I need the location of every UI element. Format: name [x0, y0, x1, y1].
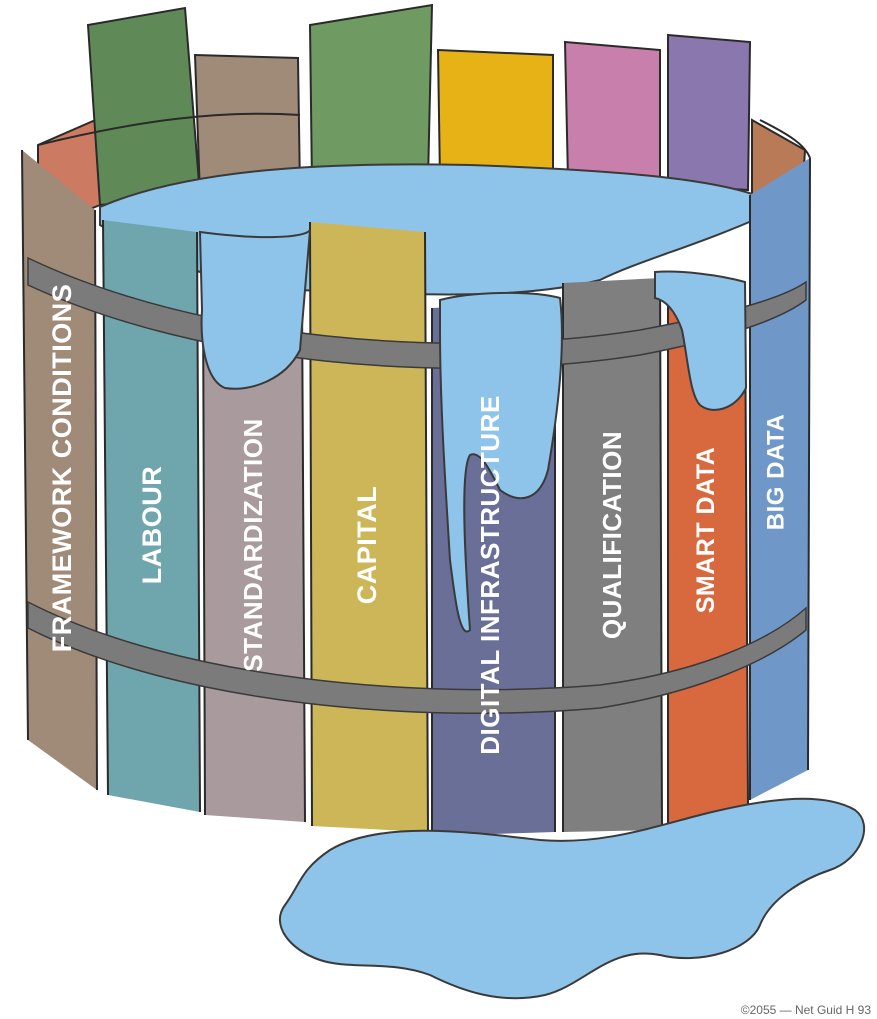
water-puddle: [279, 797, 866, 1000]
stave-label-standardization: STANDARDIZATION: [238, 418, 268, 672]
back-stave-4: [308, 3, 434, 187]
back-stave-7: [667, 33, 752, 192]
back-stave-6: [563, 40, 661, 187]
stave-label-qualification: QUALIFICATION: [597, 431, 627, 639]
stave-label-smart-data: SMART DATA: [692, 447, 720, 614]
stave-outlines: [21, 112, 811, 836]
stave-smart-data: [668, 300, 748, 825]
hoop-bottom: [27, 600, 807, 714]
stave-label-digital-infrastructure: DIGITAL INFRASTRUCTURE: [475, 395, 505, 755]
back-stave-5: [436, 48, 554, 181]
stave-label-labour: LABOUR: [137, 466, 167, 585]
stave-capital: [310, 222, 428, 832]
back-stave-2: [86, 6, 202, 207]
water-drips: [198, 229, 748, 633]
stave-labels: FRAMEWORK CONDITIONS LABOUR STANDARDIZATIO…: [47, 284, 790, 755]
stave-label-big-data: BIG DATA: [763, 414, 790, 530]
copyright-credit: ©2055 — Net Guid H 93: [740, 1003, 871, 1017]
stave-label-capital: CAPITAL: [352, 486, 382, 605]
back-staves: [37, 3, 807, 232]
stave-label-framework-conditions: FRAMEWORK CONDITIONS: [47, 284, 77, 652]
